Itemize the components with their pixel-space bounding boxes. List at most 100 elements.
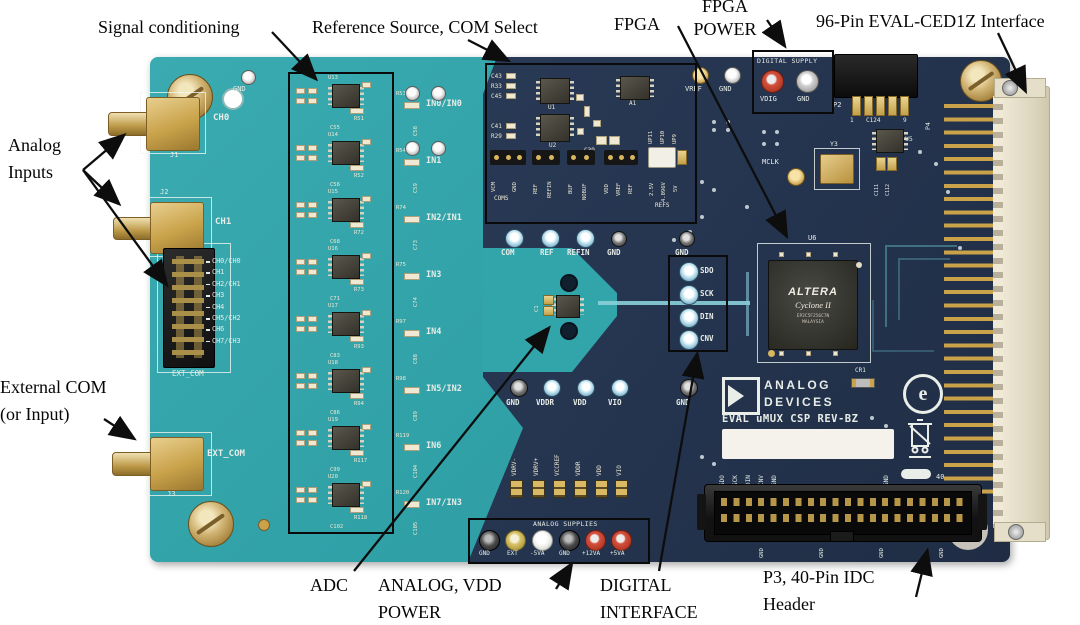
adi-logo (722, 377, 760, 415)
label-reference-source: Reference Source, COM Select (312, 17, 538, 37)
via (870, 416, 874, 420)
a1-ic (616, 76, 654, 100)
p3-pins-row1 (718, 498, 966, 506)
input-net-label: IN5/IN2 (426, 384, 462, 394)
fpga-chip: ALTERA Cyclone II EP2C5F256C7N MALAYSIA (768, 260, 858, 350)
via (745, 205, 749, 209)
via (884, 424, 888, 428)
c41-label: C41 (491, 123, 502, 130)
refs-bracket-label: REFS (655, 202, 670, 209)
label-eval-interface: 96-Pin EVAL-CED1Z Interface (816, 11, 1045, 31)
gnd-label: GND (719, 85, 732, 93)
series-resistor (404, 387, 420, 394)
input-cap-label: C59 (413, 183, 419, 193)
passive (362, 196, 371, 202)
cr1-part (851, 378, 875, 388)
opamp-des-label: U14 (328, 132, 338, 138)
rail-jumper-pads (574, 480, 587, 498)
gnd-binding-post (796, 70, 819, 93)
fpga-origin: MALAYSIA (802, 319, 824, 325)
a1-label: A1 (629, 100, 637, 107)
passive (308, 373, 317, 379)
input-net-label: IN6 (426, 441, 442, 451)
silver-post (405, 141, 420, 156)
fpga-silk-outline (757, 243, 871, 363)
passive (308, 326, 317, 332)
via (918, 150, 922, 154)
idc-channel-label: CH7/CH3 (212, 336, 241, 345)
opamp-ic (328, 198, 364, 222)
label-analog-inputs-line2: Inputs (8, 162, 53, 182)
adc-via (560, 322, 578, 340)
label-p3-line1: P3, 40-Pin IDC (763, 567, 875, 587)
input-net-label: IN4 (426, 327, 442, 337)
idc-tick (206, 340, 210, 343)
fpga-pad (779, 351, 784, 356)
passive (362, 253, 371, 259)
fpga-brand: ALTERA (788, 285, 838, 298)
cr1-label: CR1 (855, 367, 866, 374)
fpga-pad (806, 252, 811, 257)
r33-part (506, 83, 516, 89)
p3-pin-label: SDO (719, 475, 726, 486)
input-net-label: IN0/IN0 (426, 99, 462, 109)
p2-pin (888, 96, 897, 116)
via (712, 462, 716, 466)
c112-part (887, 157, 897, 171)
u6-label: U6 (808, 234, 817, 242)
silver-post (431, 86, 446, 101)
din-label: DIN (700, 312, 714, 321)
p3-pin-label: SCK (732, 475, 739, 486)
mclk-testpoint (787, 168, 805, 186)
vdd-tp-label: VDD (573, 398, 587, 407)
refin-testpoint (576, 229, 595, 248)
gnd-testpoint (241, 70, 256, 85)
p2-pin (876, 96, 885, 116)
rail-label: VDRV+ (533, 457, 540, 476)
fpga-pin1-dot (768, 350, 775, 357)
board-hole (222, 88, 244, 110)
mclk-label: MCLK (762, 158, 779, 166)
j2-label: J2 (160, 188, 169, 196)
c124-label: C124 (866, 117, 881, 124)
passive (296, 383, 305, 389)
arrow-external-com (103, 415, 137, 441)
fpga-series: Cyclone II (795, 299, 831, 310)
passive (296, 440, 305, 446)
gnd-supply-post (559, 530, 580, 551)
cnv-label: CNV (700, 334, 714, 343)
passive (296, 373, 305, 379)
input-cap-label: C105 (413, 521, 419, 535)
digital-interface-outline (668, 255, 728, 352)
passive (362, 310, 371, 316)
idc-tick (206, 272, 210, 274)
mounting-screw (188, 501, 234, 547)
rail-label: VDDR (575, 461, 582, 476)
adc-pad (543, 306, 554, 316)
passive (308, 316, 317, 322)
label-digital-interface-line1: DIGITAL (600, 575, 672, 595)
feedback-resistor (350, 279, 364, 285)
sdo-testpoint (679, 262, 699, 282)
via (700, 215, 704, 219)
ch1-label: CH1 (215, 217, 232, 227)
feedback-resistor-label: R73 (354, 287, 364, 293)
rail-label: VIO (616, 465, 623, 476)
ref-testpoint (541, 229, 560, 248)
passive (576, 94, 584, 101)
opamp-ic (328, 255, 364, 279)
rail-jumper-pads (510, 480, 523, 498)
vio-tp-label: VIO (608, 398, 622, 407)
u1-ic (536, 78, 574, 104)
opamp-des-label: U19 (328, 417, 338, 423)
label-digital-interface: DIGITAL INTERFACE (600, 572, 698, 625)
passive (308, 212, 317, 218)
idc-channel-label: CH0/CH0 (212, 257, 241, 265)
p2-pin (864, 96, 873, 116)
rail-jumper-pads (553, 480, 566, 498)
gnd-testpoint (680, 379, 698, 397)
series-resistor (404, 102, 420, 109)
input-net-label: IN2/IN1 (426, 213, 462, 223)
sck-label: SCK (700, 289, 714, 298)
p4-label: P4 (924, 122, 932, 130)
